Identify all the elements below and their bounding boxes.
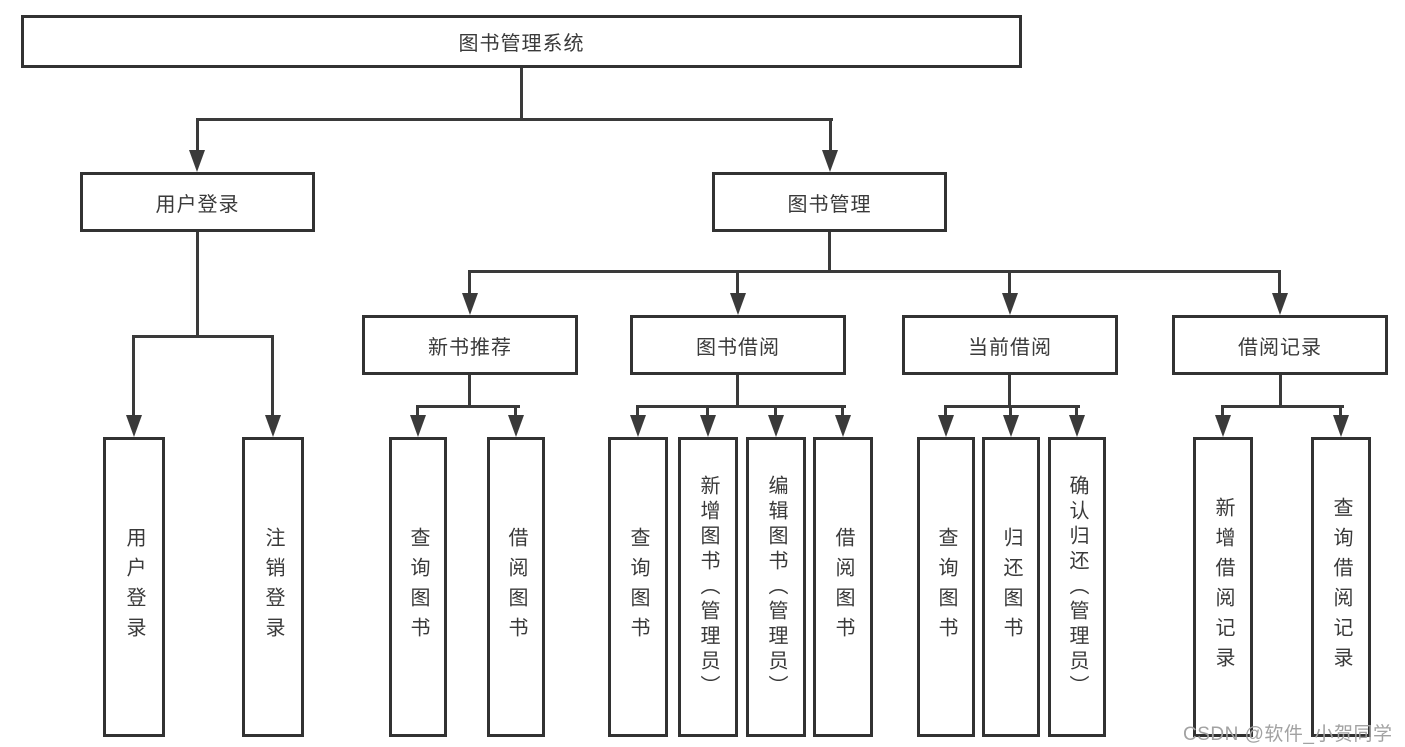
leaf-borrow-books: 借阅图书 bbox=[813, 437, 873, 737]
leaf-query-books-current: 查询图书 bbox=[917, 437, 975, 737]
arrow-down-icon bbox=[126, 415, 142, 437]
connector-line bbox=[1008, 270, 1011, 295]
connector-line bbox=[468, 270, 471, 295]
connector-line bbox=[416, 405, 520, 408]
arrow-down-icon bbox=[768, 415, 784, 437]
leaf-return-books: 归还图书 bbox=[982, 437, 1040, 737]
connector-line bbox=[196, 232, 199, 335]
connector-line bbox=[1009, 405, 1012, 417]
leaf-query-books-recommend: 查询图书 bbox=[389, 437, 447, 737]
leaf-add-borrow-record: 新增借阅记录 bbox=[1193, 437, 1253, 737]
connector-line bbox=[1008, 375, 1011, 405]
connector-line bbox=[636, 405, 846, 408]
arrow-down-icon bbox=[462, 293, 478, 315]
leaf-logout: 注销登录 bbox=[242, 437, 304, 737]
node-label: 借阅记录 bbox=[1238, 336, 1322, 359]
leaf-add-book-admin: 新增图书（管理员） bbox=[678, 437, 738, 737]
connector-line bbox=[468, 375, 471, 405]
node-user-login: 用户登录 bbox=[80, 172, 315, 232]
connector-line bbox=[1278, 270, 1281, 295]
node-label: 新书推荐 bbox=[428, 336, 512, 359]
arrow-down-icon bbox=[1215, 415, 1231, 437]
node-borrow-records: 借阅记录 bbox=[1172, 315, 1388, 375]
node-label: 注销登录 bbox=[262, 527, 284, 647]
node-label: 图书管理系统 bbox=[458, 33, 585, 55]
node-label: 新增借阅记录 bbox=[1212, 497, 1234, 677]
connector-line bbox=[774, 405, 777, 417]
connector-line bbox=[636, 405, 639, 417]
connector-line bbox=[736, 270, 739, 295]
arrow-down-icon bbox=[630, 415, 646, 437]
connector-line bbox=[514, 405, 517, 417]
connector-line bbox=[416, 405, 419, 417]
arrow-down-icon bbox=[1069, 415, 1085, 437]
node-label: 当前借阅 bbox=[968, 336, 1052, 359]
node-book-management: 图书管理 bbox=[712, 172, 947, 232]
connector-line bbox=[1339, 405, 1342, 417]
node-label: 确认归还（管理员） bbox=[1066, 474, 1088, 700]
arrow-down-icon bbox=[822, 150, 838, 172]
node-book-borrow: 图书借阅 bbox=[630, 315, 846, 375]
arrow-down-icon bbox=[1003, 415, 1019, 437]
node-label: 图书借阅 bbox=[696, 336, 780, 359]
node-label: 查询图书 bbox=[935, 527, 957, 647]
leaf-query-borrow-record: 查询借阅记录 bbox=[1311, 437, 1371, 737]
node-label: 归还图书 bbox=[1000, 527, 1022, 647]
csdn-watermark: CSDN @软件_小贺同学 bbox=[1183, 724, 1393, 745]
connector-line bbox=[1221, 405, 1224, 417]
connector-line bbox=[1279, 375, 1282, 405]
node-label: 新增图书（管理员） bbox=[697, 474, 719, 700]
node-label: 借阅图书 bbox=[832, 527, 854, 647]
node-label: 查询图书 bbox=[407, 527, 429, 647]
connector-line bbox=[469, 270, 1281, 273]
arrow-down-icon bbox=[835, 415, 851, 437]
leaf-query-books-borrow: 查询图书 bbox=[608, 437, 668, 737]
connector-line bbox=[706, 405, 709, 417]
connector-line bbox=[271, 335, 274, 417]
connector-line bbox=[132, 335, 274, 338]
connector-line bbox=[1075, 405, 1078, 417]
connector-line bbox=[944, 405, 1080, 408]
arrow-down-icon bbox=[189, 150, 205, 172]
connector-line bbox=[841, 405, 844, 417]
leaf-edit-book-admin: 编辑图书（管理员） bbox=[746, 437, 806, 737]
arrow-down-icon bbox=[938, 415, 954, 437]
connector-line bbox=[829, 118, 832, 152]
arrow-down-icon bbox=[730, 293, 746, 315]
arrow-down-icon bbox=[410, 415, 426, 437]
connector-line bbox=[196, 118, 199, 152]
connector-line bbox=[1221, 405, 1344, 408]
node-label: 用户登录 bbox=[123, 527, 145, 647]
connector-line bbox=[944, 405, 947, 417]
node-label: 图书管理 bbox=[787, 193, 872, 216]
node-new-book-recommend: 新书推荐 bbox=[362, 315, 578, 375]
arrow-down-icon bbox=[1272, 293, 1288, 315]
connector-line bbox=[828, 232, 831, 270]
arrow-down-icon bbox=[1333, 415, 1349, 437]
node-current-borrow: 当前借阅 bbox=[902, 315, 1118, 375]
arrow-down-icon bbox=[508, 415, 524, 437]
node-label: 编辑图书（管理员） bbox=[765, 474, 787, 700]
connector-line bbox=[520, 68, 523, 118]
leaf-user-login: 用户登录 bbox=[103, 437, 165, 737]
arrow-down-icon bbox=[1002, 293, 1018, 315]
node-label: 借阅图书 bbox=[505, 527, 527, 647]
node-label: 查询图书 bbox=[627, 527, 649, 647]
connector-line bbox=[736, 375, 739, 405]
node-label: 用户登录 bbox=[155, 193, 240, 216]
leaf-confirm-return-admin: 确认归还（管理员） bbox=[1048, 437, 1106, 737]
connector-line bbox=[196, 118, 833, 121]
connector-line bbox=[132, 335, 135, 417]
arrow-down-icon bbox=[265, 415, 281, 437]
arrow-down-icon bbox=[700, 415, 716, 437]
leaf-borrow-books-recommend: 借阅图书 bbox=[487, 437, 545, 737]
node-system-root: 图书管理系统 bbox=[21, 15, 1022, 68]
node-label: 查询借阅记录 bbox=[1330, 497, 1352, 677]
